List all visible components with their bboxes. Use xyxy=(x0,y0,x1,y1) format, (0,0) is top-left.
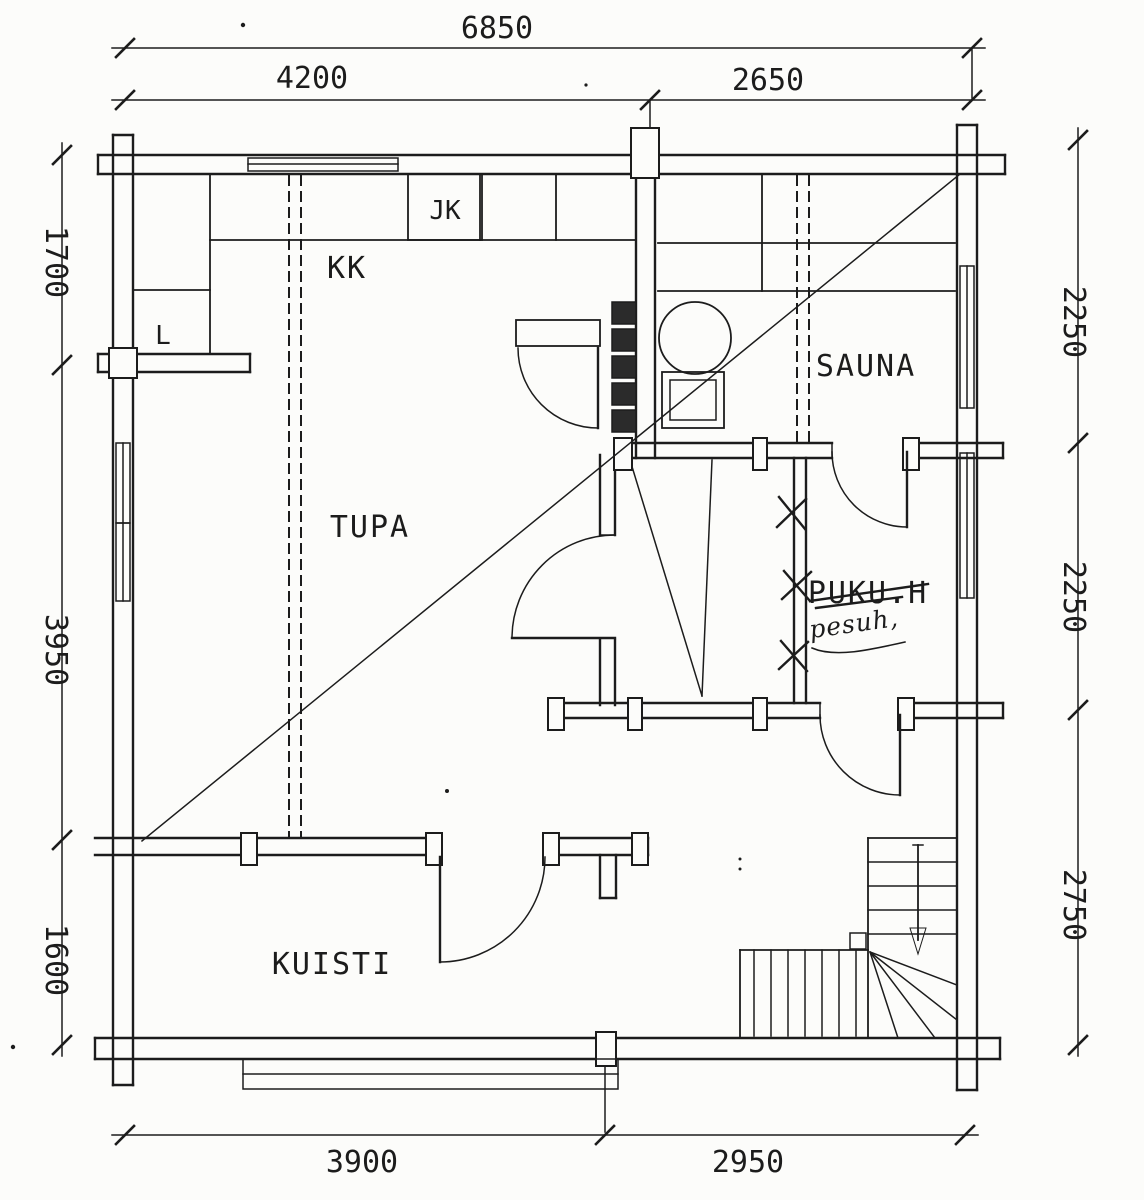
stair-direction-arrow xyxy=(909,844,927,956)
sauna-stove xyxy=(658,301,732,375)
room-label-kuisti: KUISTI xyxy=(272,947,392,982)
dim-value-left-bottom: 1600 xyxy=(38,924,73,996)
dim-value-left-mid: 3950 xyxy=(38,614,73,686)
dim-value-right-top: 2250 xyxy=(1056,286,1091,358)
dim-top-total: 6850 xyxy=(111,11,986,59)
log-post xyxy=(627,697,643,731)
dim-value-top-left: 4200 xyxy=(276,61,348,96)
log-post xyxy=(547,697,565,731)
dimension-annotations: 6850 4200 2650 1700 3950 1600 xyxy=(38,11,1091,1180)
dim-value-top-right: 2650 xyxy=(732,63,804,98)
log-post xyxy=(108,347,138,379)
log-post xyxy=(752,437,768,471)
windows xyxy=(115,157,975,602)
x-scribble xyxy=(777,639,810,673)
stairs xyxy=(849,837,959,1040)
door-washroom-lower xyxy=(510,534,617,640)
strike-through-line xyxy=(814,595,904,610)
dim-top-split: 4200 2650 xyxy=(111,49,986,131)
outer-walls xyxy=(93,123,1007,1092)
dim-value-right-bottom: 2750 xyxy=(1056,869,1091,941)
room-labels: KK TUPA SAUNA PUKU.H KUISTI xyxy=(272,251,926,982)
dim-value-bottom-right: 2950 xyxy=(712,1145,784,1180)
door-washroom-upper xyxy=(517,346,600,430)
x-scribble xyxy=(780,569,813,603)
diagonal-line xyxy=(140,172,962,843)
newel-post xyxy=(849,932,867,950)
log-post xyxy=(631,832,649,866)
log-post xyxy=(595,1031,617,1067)
log-post xyxy=(897,697,915,731)
doors xyxy=(438,346,909,964)
room-label-sauna: SAUNA xyxy=(816,349,916,384)
dim-value-bottom-left: 3900 xyxy=(326,1145,398,1180)
dim-bottom: 3900 2950 xyxy=(111,1061,979,1180)
strike-through-line xyxy=(808,582,930,603)
porch-steps xyxy=(242,949,869,1090)
log-post xyxy=(902,437,920,471)
fridge xyxy=(407,173,483,241)
sauna-fixtures xyxy=(515,173,956,433)
l-mark: L xyxy=(155,321,171,351)
log-post xyxy=(425,832,443,866)
kitchen-fixtures: JK L xyxy=(132,173,637,355)
dim-value-right-mid: 2250 xyxy=(1056,561,1091,633)
x-scribble xyxy=(775,495,808,531)
log-post xyxy=(752,697,768,731)
door-dressing-room xyxy=(819,713,902,797)
room-label-jk: JK xyxy=(429,196,461,226)
interior-walls xyxy=(93,127,1005,1067)
door-tupa-kuisti xyxy=(438,855,546,964)
log-post xyxy=(542,832,560,866)
door-sauna xyxy=(831,450,909,529)
dim-left-side: 1700 3950 1600 xyxy=(38,142,73,1057)
chimney-flue xyxy=(611,301,637,433)
arrowhead-down-icon xyxy=(909,927,927,956)
room-label-tupa: TUPA xyxy=(330,510,410,545)
log-post xyxy=(240,832,258,866)
underline-squiggle xyxy=(811,641,906,654)
dashed-loft-edge-lines xyxy=(288,175,810,837)
dim-value-top-total: 6850 xyxy=(461,11,533,46)
washroom-fixture xyxy=(515,319,601,347)
dim-right-side: 2250 2250 2750 xyxy=(1056,127,1091,1057)
scan-artifacts xyxy=(10,22,742,1050)
stove-base xyxy=(661,371,725,429)
log-post xyxy=(630,127,660,179)
dim-value-left-top: 1700 xyxy=(38,226,73,298)
room-label-kk: KK xyxy=(327,251,367,286)
